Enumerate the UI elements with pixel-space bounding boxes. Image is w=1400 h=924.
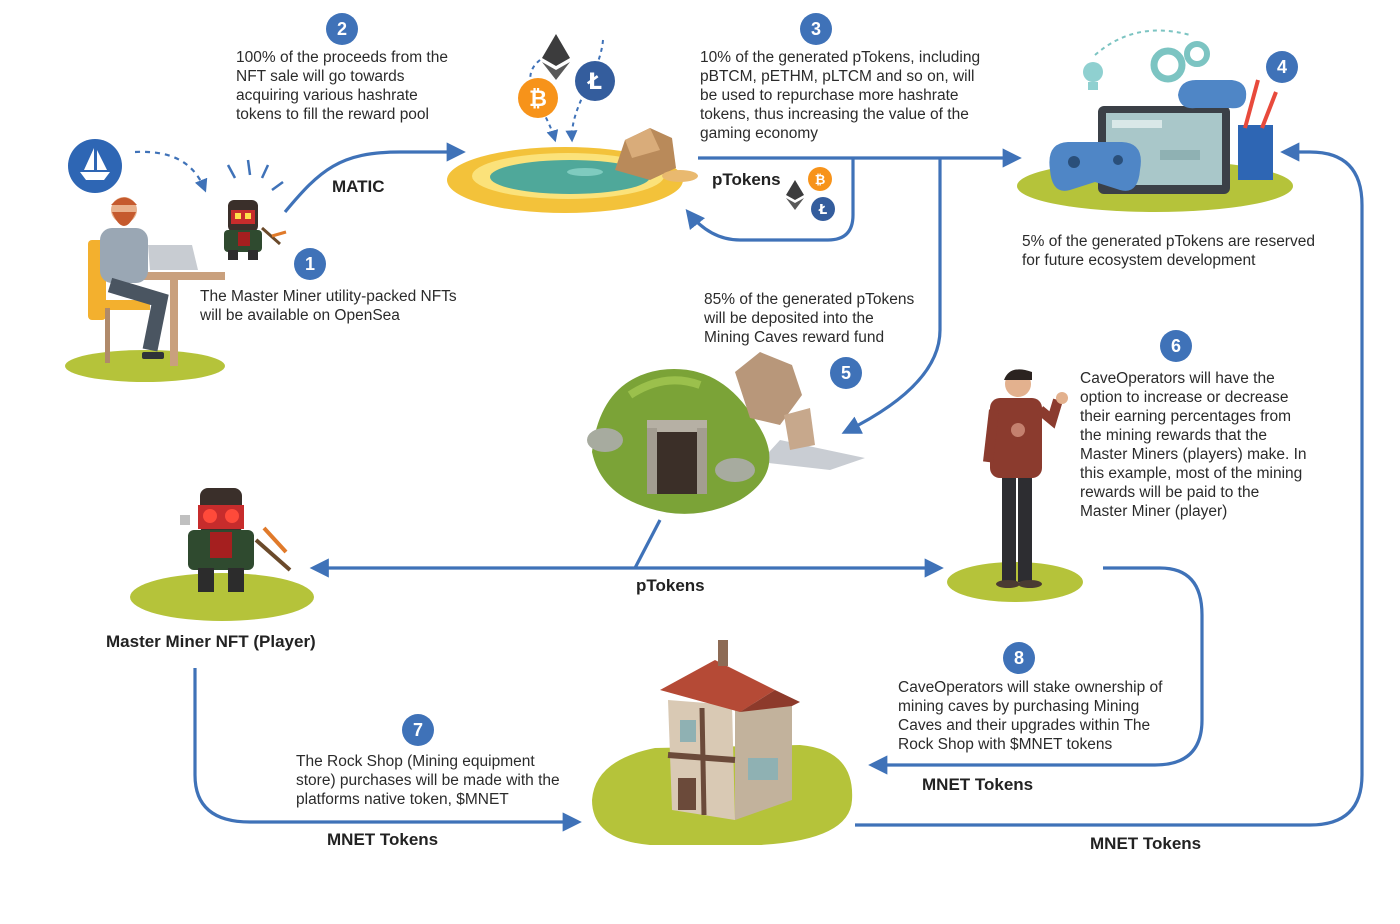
small-miner-nft [224,200,287,260]
step-1-badge: 1 [294,248,326,280]
step-8-text: CaveOperators will stake ownership of mi… [898,679,1163,753]
sparkle-lines [226,159,284,192]
svg-text:₿: ₿ [815,173,826,188]
step-3-badge: 3 [800,13,832,45]
step-3-text: 10% of the generated pTokens, including … [700,49,981,142]
step-5-text: 85% of the generated pTokens will be dep… [704,291,915,346]
step-4-text: 5% of the generated pTokens are reserved… [1022,233,1315,269]
shop-to-games-arrow [855,142,1364,827]
step-4-badge: 4 [1266,51,1298,83]
cave-operator-illustration [947,369,1083,602]
matic-arrow [283,142,466,214]
opensea-dotted-arrow [134,150,208,193]
svg-text:Ł: Ł [818,203,827,218]
idea-dotted-arc [1094,29,1191,56]
mnet-label-left: MNET Tokens [327,830,439,849]
step-6-text: CaveOperators will have the option to in… [1080,370,1307,520]
step-5-badge: 5 [830,357,862,389]
repurchase-loop-arrow [685,158,855,242]
coins-dotted-arrow-left [529,59,559,143]
step-8-badge: 8 [1003,642,1035,674]
ptokens-label-middle: pTokens [636,576,705,595]
step-7-badge: 7 [402,714,434,746]
bitcoin-icon: ₿ [808,167,832,191]
rock-shop-illustration [592,640,853,845]
seated-user-illustration [65,197,225,382]
ethereum-icon [786,180,804,210]
mining-cave-illustration [587,352,865,514]
ptokens-to-cave-arrow [841,158,942,434]
bitcoin-icon: ₿ [518,78,558,118]
operator-to-shop-arrow [868,566,1204,775]
step-6-badge: 6 [1160,330,1192,362]
reward-pool-illustration [447,128,698,213]
master-miner-label: Master Miner NFT (Player) [106,632,316,651]
ethereum-icon [542,34,570,80]
step-1-text: The Master Miner utility-packed NFTs wil… [200,288,457,324]
master-miner-player-illustration [130,488,314,621]
gaming-ecosystem-illustration [1017,41,1293,212]
step-2-badge: 2 [326,13,358,45]
svg-text:₿: ₿ [529,87,547,112]
matic-label: MATIC [332,177,385,196]
svg-text:Ł: Ł [587,70,602,95]
litecoin-icon: Ł [575,61,615,101]
ptokens-label-top: pTokens [712,170,781,189]
coins-dotted-arrow-right [565,39,604,143]
step-2-text: 100% of the proceeds from the NFT sale w… [236,49,448,123]
mnet-label-right: MNET Tokens [1090,834,1202,853]
mnet-label-center: MNET Tokens [922,775,1034,794]
litecoin-icon: Ł [811,197,835,221]
step-7-text: The Rock Shop (Mining equipment store) p… [296,753,560,808]
opensea-icon [68,139,122,193]
miner-to-shop-arrow [193,668,582,832]
